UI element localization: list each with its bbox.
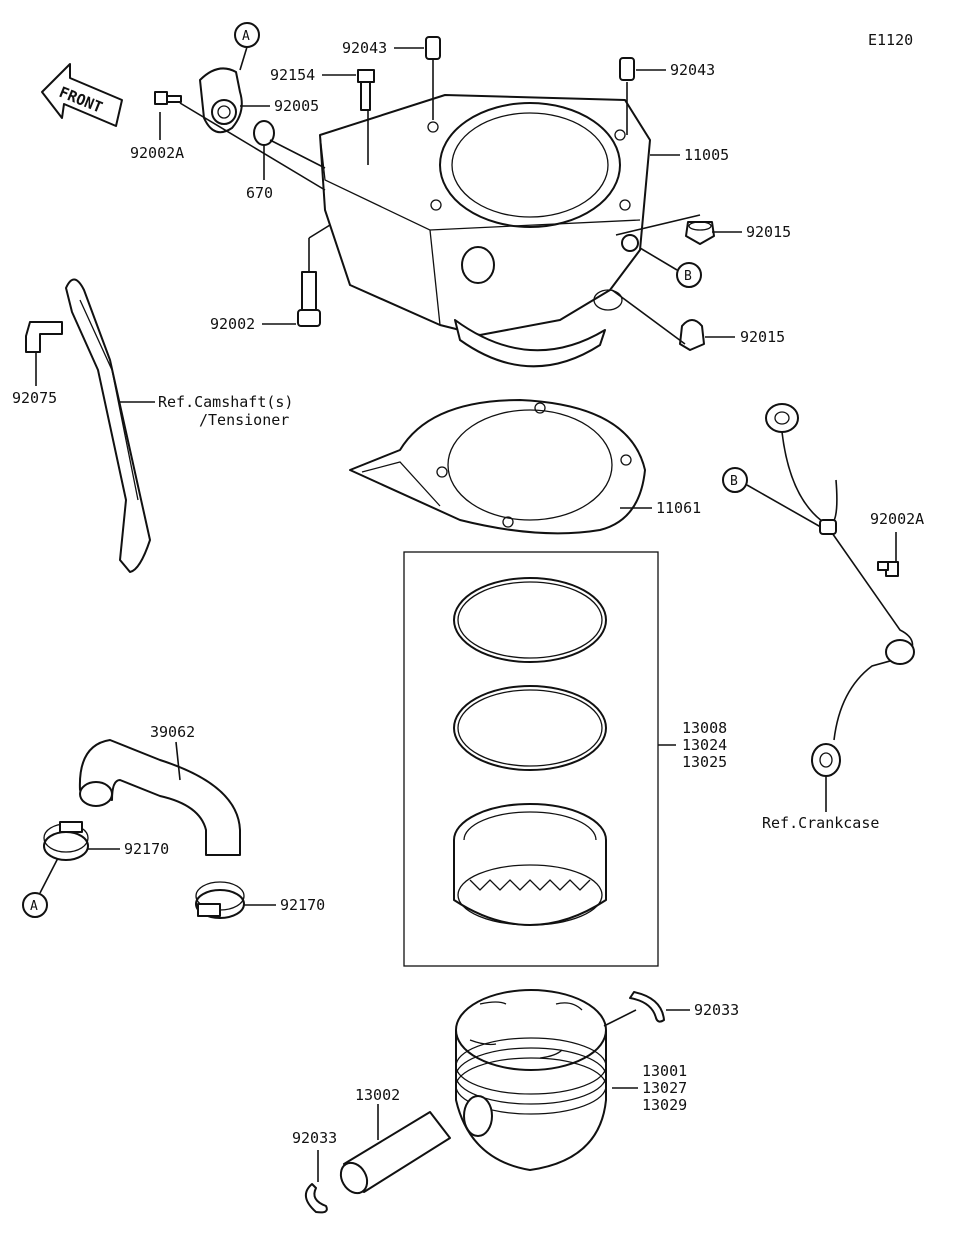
label-11005: 11005 (684, 146, 729, 164)
label-92033-right: 92033 (694, 1001, 739, 1019)
oil-fitting-92005 (199, 67, 243, 134)
callout-b-cylinder-text: B (684, 269, 692, 284)
oil-ring (453, 803, 607, 926)
callout-b-pipe: B (722, 467, 827, 531)
callout-b-pipe-text: B (730, 474, 738, 489)
bolt-92002A-top (154, 91, 182, 105)
label-92170-right: 92170 (280, 896, 325, 914)
label-92043-left: 92043 (342, 39, 387, 57)
label-13029: 13029 (642, 1096, 687, 1114)
label-670: 670 (246, 184, 273, 202)
label-13001: 13001 (642, 1062, 687, 1080)
piston-ring-set-box (403, 551, 659, 967)
bolt-92154 (357, 69, 375, 111)
cylinder-11005 (319, 94, 651, 368)
leader-lines (35, 47, 897, 1182)
label-92002A-pipe: 92002A (870, 510, 924, 528)
circlip-92033-right (629, 991, 665, 1023)
piston-ring-second (453, 685, 607, 771)
clip-92075 (25, 321, 63, 353)
label-13008: 13008 (682, 719, 727, 737)
callout-a-top: A (234, 22, 260, 71)
piston-pin-13002 (339, 1111, 451, 1195)
hose-clamp-92170-left (43, 821, 89, 861)
label-92002A-top: 92002A (130, 144, 184, 162)
water-hose-39062 (78, 739, 241, 856)
oil-pipe (765, 403, 915, 777)
chain-guide (65, 278, 151, 573)
label-92043-right: 92043 (670, 61, 715, 79)
hose-clamp-92170-right (195, 881, 245, 919)
callout-a-bottom-text: A (30, 899, 38, 914)
label-ref-crankcase: Ref.Crankcase (762, 814, 879, 832)
piston-13001 (455, 989, 607, 1171)
label-92075: 92075 (12, 389, 57, 407)
label-92170-left: 92170 (124, 840, 169, 858)
dowel-pin-92043-right (619, 57, 635, 81)
label-ref-tensioner: /Tensioner (199, 411, 289, 429)
diagram-code: E1120 (868, 31, 913, 49)
bolt-92002A-pipe (877, 561, 899, 577)
label-13002: 13002 (355, 1086, 400, 1104)
label-92154: 92154 (270, 66, 315, 84)
callout-a-bottom: A (22, 857, 59, 918)
cylinder-gasket-11061 (349, 399, 646, 535)
label-92015-upper: 92015 (746, 223, 791, 241)
bolt-92002 (297, 271, 321, 327)
callout-b-cylinder: B (639, 247, 702, 288)
circlip-92033-left (305, 1183, 328, 1214)
label-13025: 13025 (682, 753, 727, 771)
label-13027: 13027 (642, 1079, 687, 1097)
label-92015-lower: 92015 (740, 328, 785, 346)
piston-ring-top (453, 577, 607, 663)
nut-92015-upper (685, 221, 715, 245)
label-39062: 39062 (150, 723, 195, 741)
label-92002: 92002 (210, 315, 255, 333)
label-92033-left: 92033 (292, 1129, 337, 1147)
front-arrow: FRONT (41, 63, 123, 127)
callout-a-top-text: A (242, 29, 250, 44)
label-92005: 92005 (274, 97, 319, 115)
label-ref-camshaft: Ref.Camshaft(s) (158, 393, 293, 411)
nut-92015-lower (679, 319, 705, 351)
dowel-pin-92043-left (425, 36, 441, 60)
label-11061: 11061 (656, 499, 701, 517)
label-13024: 13024 (682, 736, 727, 754)
